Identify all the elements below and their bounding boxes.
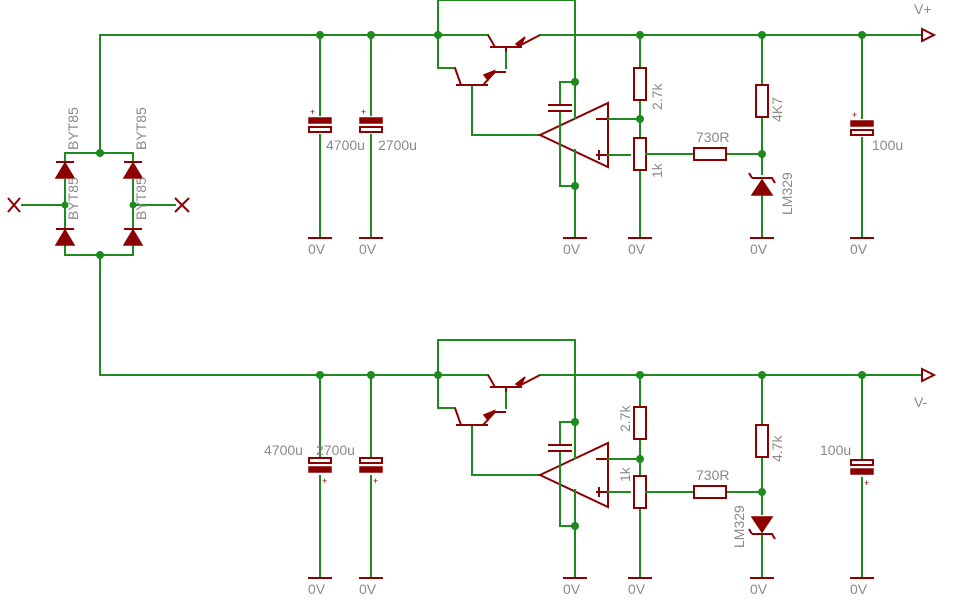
ground-label: 0V — [563, 581, 581, 597]
svg-text:+: + — [310, 107, 315, 117]
capacitor-label: 2700u — [378, 137, 417, 153]
capacitor-c6: + — [850, 459, 874, 488]
transistor-q3 — [487, 374, 541, 392]
resistor-label: 730R — [696, 467, 729, 483]
capacitor-label: 2700u — [316, 442, 355, 458]
resistor-label: 4.7k — [769, 435, 785, 462]
capacitor-label: 100u — [820, 442, 851, 458]
ground-label: 0V — [750, 241, 768, 257]
resistor-r-zener — [755, 424, 769, 458]
svg-text:+: + — [852, 110, 857, 120]
capacitor-c3: + — [850, 110, 874, 136]
transistor-q1 — [487, 34, 541, 52]
ac-input-left — [7, 197, 21, 213]
capacitor-label: 4700u — [326, 137, 365, 153]
svg-text:+: + — [322, 476, 327, 486]
resistor-r-bottom — [633, 137, 647, 171]
capacitor-comp — [548, 104, 572, 112]
resistor-label: 1k — [617, 466, 633, 482]
resistor-r-top — [633, 406, 647, 440]
capacitor-c5: + — [359, 457, 383, 486]
resistor-r-bottom — [633, 475, 647, 509]
rail-arrow-positive — [921, 27, 937, 43]
ac-input-right — [174, 197, 190, 213]
resistor-label: 2.7k — [617, 405, 633, 432]
ground-label: 0V — [359, 581, 377, 597]
capacitor-c4: + — [308, 457, 332, 486]
ground-label: 0V — [850, 581, 868, 597]
ground-label: 0V — [628, 241, 646, 257]
transistor-q4 — [454, 407, 506, 426]
diode-d3 — [54, 228, 76, 246]
diode-label: BYT85 — [133, 177, 149, 220]
resistor-r-zener — [755, 84, 769, 118]
rectifier-bridge: BYT85 BYT85 BYT85 BYT85 — [7, 34, 190, 376]
resistor-r-series — [693, 485, 727, 499]
ground-label: 0V — [359, 241, 377, 257]
zener-label: LM329 — [731, 505, 747, 548]
rail-arrow-negative — [921, 367, 937, 383]
resistor-label: 4K7 — [769, 97, 785, 122]
ground-label: 0V — [308, 241, 326, 257]
ground-label: 0V — [628, 581, 646, 597]
transistor-q2 — [454, 67, 506, 86]
zener-diode — [748, 516, 776, 540]
zener-diode — [748, 172, 776, 196]
negative-regulator: + + 4700u 2700u — [99, 339, 937, 597]
zener-label: LM329 — [779, 172, 795, 215]
diode-d2 — [122, 161, 144, 179]
ground-label: 0V — [308, 581, 326, 597]
resistor-label: 730R — [696, 129, 729, 145]
ground-label: 0V — [563, 241, 581, 257]
resistor-r-top — [633, 67, 647, 101]
svg-text:+: + — [373, 476, 378, 486]
capacitor-comp — [548, 444, 572, 452]
capacitor-c1: + — [308, 107, 332, 133]
resistor-r-series — [693, 147, 727, 161]
diode-label: BYT85 — [65, 107, 81, 150]
svg-text:+: + — [864, 478, 869, 488]
diode-d1 — [54, 161, 76, 179]
ground-label: 0V — [750, 581, 768, 597]
resistor-label: 1k — [649, 162, 665, 178]
capacitor-label: 4700u — [264, 442, 303, 458]
svg-text:+: + — [361, 107, 366, 117]
diode-d4 — [122, 228, 144, 246]
diode-label: BYT85 — [65, 177, 81, 220]
ground-label: 0V — [850, 241, 868, 257]
rail-label-positive: V+ — [914, 1, 932, 17]
diode-label: BYT85 — [133, 107, 149, 150]
capacitor-c2: + — [359, 107, 383, 133]
resistor-label: 2.7k — [649, 83, 665, 110]
rail-label-negative: V- — [914, 394, 928, 410]
positive-regulator: + + 4700u 2700u — [99, 0, 937, 257]
capacitor-label: 100u — [872, 137, 903, 153]
